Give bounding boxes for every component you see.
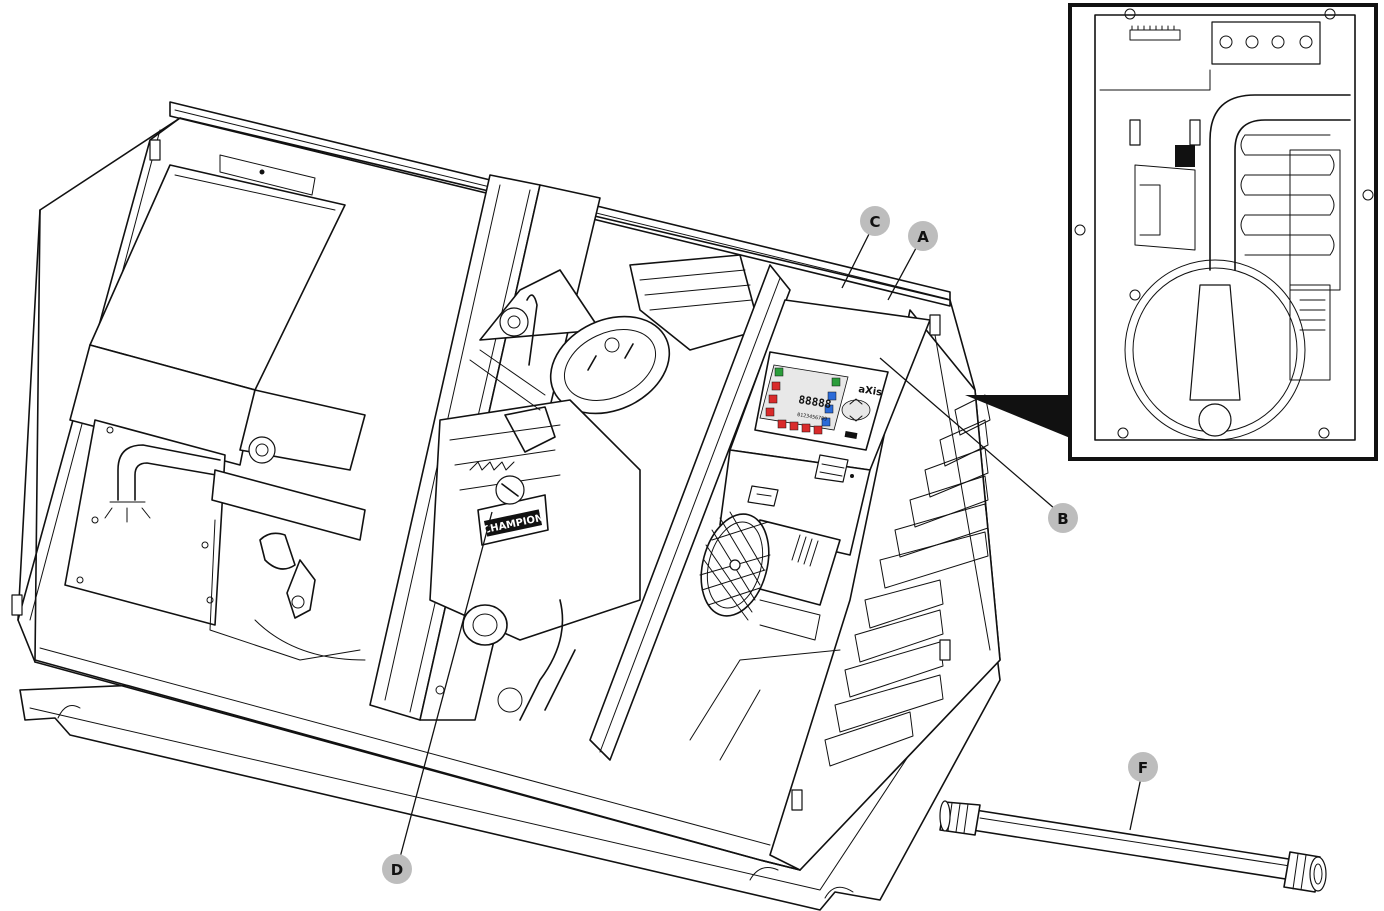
callout-d: D xyxy=(382,854,412,884)
flex-hose-part xyxy=(939,800,1327,893)
engine-assembly: CHAMPION xyxy=(429,254,761,721)
display-digits: 88888 xyxy=(798,393,833,411)
louver-vents xyxy=(824,394,991,767)
hinges xyxy=(11,139,951,811)
heat-exchanger-coil xyxy=(1240,134,1335,256)
callout-a: A xyxy=(908,221,938,251)
nav-pad-buttons[interactable] xyxy=(841,398,871,422)
callout-f: F xyxy=(1128,752,1158,782)
display-scale: 0123456789 xyxy=(797,412,828,423)
callout-c-label: C xyxy=(869,213,880,231)
controller-display: 88888 0123456789 xyxy=(765,367,841,435)
callout-b-label: B xyxy=(1057,510,1068,528)
left-compartment xyxy=(64,154,366,661)
brand-logo: aXis xyxy=(858,384,883,399)
callout-d-label: D xyxy=(391,861,403,879)
inset-detail xyxy=(965,3,1378,461)
callout-f-label: F xyxy=(1138,759,1148,777)
callout-b: B xyxy=(1048,503,1078,533)
callout-c: C xyxy=(860,206,890,236)
callout-a-label: A xyxy=(917,228,929,246)
alternator-section xyxy=(589,264,841,761)
cooling-fan xyxy=(699,511,771,621)
terminal-screws xyxy=(1219,35,1313,49)
